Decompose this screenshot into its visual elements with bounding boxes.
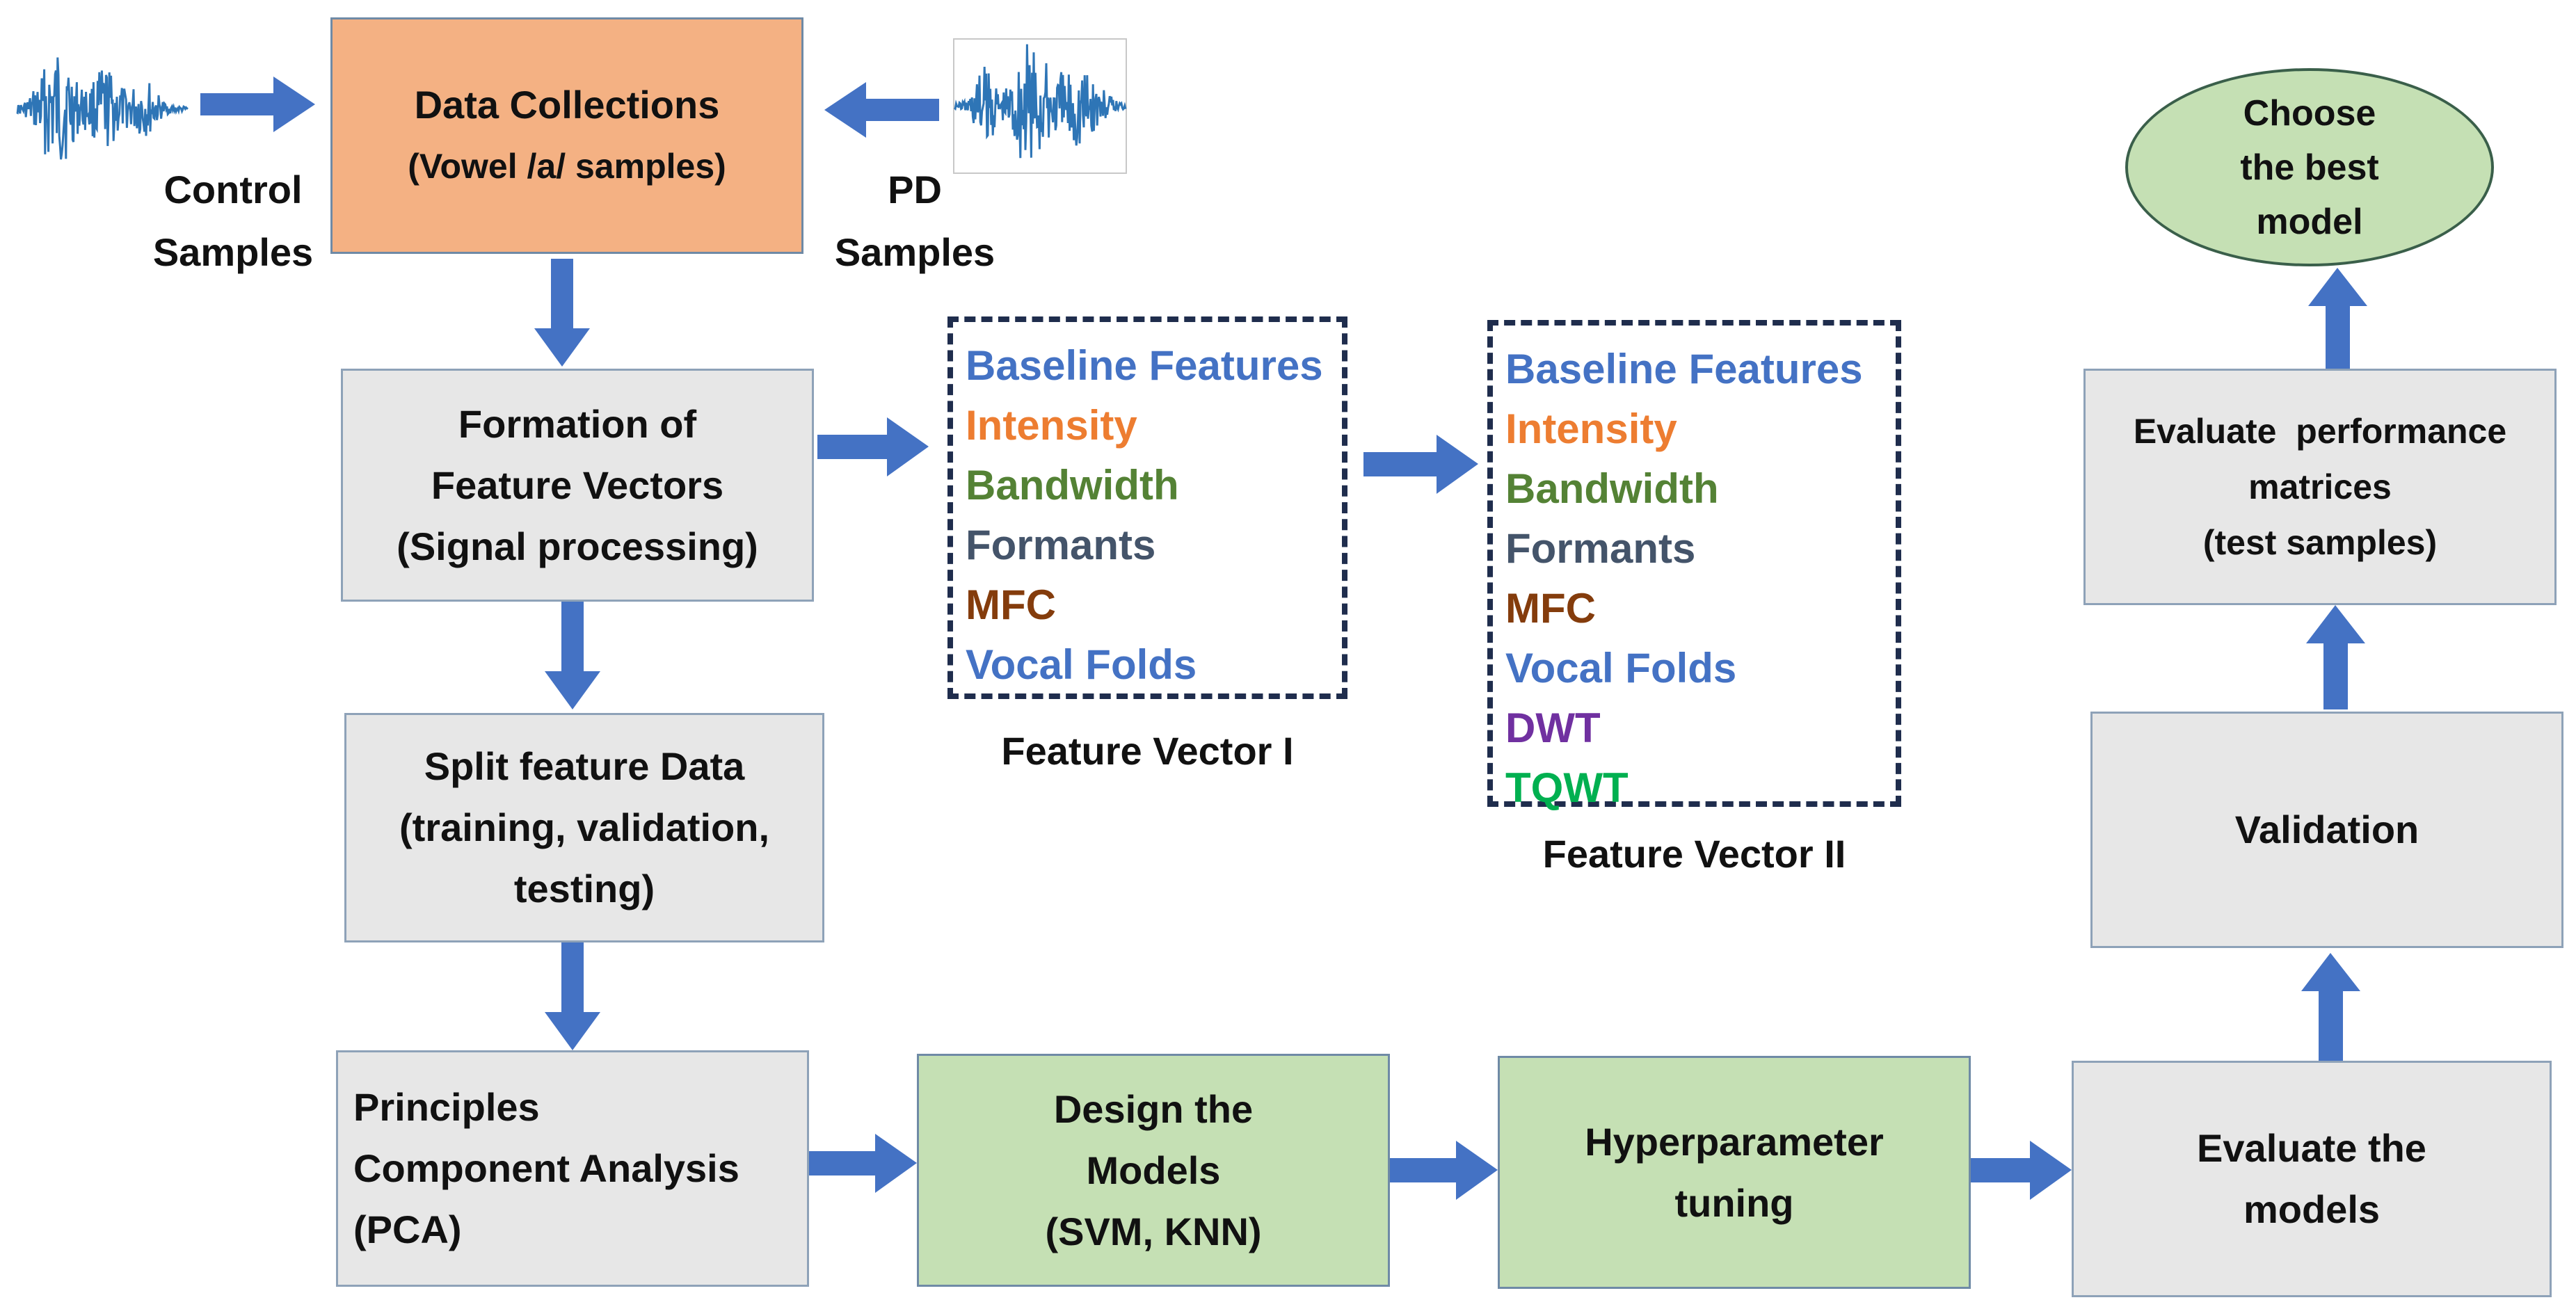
arrow-validation-to-performance-icon xyxy=(2306,605,2365,709)
evaluate-perf-line2: matrices xyxy=(2248,467,2392,506)
control-label-line2: Samples xyxy=(152,230,314,274)
split-line2: (training, validation, xyxy=(399,805,770,849)
fv2-dwt: DWT xyxy=(1505,705,1601,751)
arrow-formation-to-split-icon xyxy=(545,602,600,709)
fv2-formants: Formants xyxy=(1505,525,1696,572)
formation-line2: Feature Vectors xyxy=(431,463,724,507)
arrow-performance-to-best-icon xyxy=(2308,268,2367,369)
pd-label-line2: Samples xyxy=(834,230,995,274)
fv1-mfc: MFC xyxy=(966,581,1056,628)
evaluate-perf-line1: Evaluate performance xyxy=(2133,412,2507,451)
fv2-vocal-folds: Vocal Folds xyxy=(1505,645,1737,691)
data-collections-title: Data Collections xyxy=(414,83,720,127)
validation-label: Validation xyxy=(2234,808,2419,851)
data-collections-box: Data Collections (Vowel /a/ samples) xyxy=(330,17,803,254)
arrow-pca-to-design-icon xyxy=(809,1134,917,1193)
pca-line1: Principles xyxy=(353,1085,540,1129)
arrow-design-to-hyper-icon xyxy=(1390,1141,1498,1200)
split-line3: testing) xyxy=(513,867,655,910)
evaluate-models-box: Evaluate the models xyxy=(2072,1061,2552,1297)
arrow-split-to-pca-icon xyxy=(545,942,600,1050)
fv1-vocal-folds: Vocal Folds xyxy=(966,641,1197,688)
design-line2: Models xyxy=(1086,1148,1221,1192)
arrow-formation-to-fv1-icon xyxy=(817,417,929,476)
fv2-tqwt: TQWT xyxy=(1505,764,1629,811)
fv2-bandwidth: Bandwidth xyxy=(1505,465,1719,512)
control-label-line1: Control xyxy=(163,168,303,211)
hyper-line2: tuning xyxy=(1674,1180,1794,1225)
control-waveform-path xyxy=(16,57,189,160)
pd-waveform-icon xyxy=(953,38,1127,174)
best-model-line2: the best xyxy=(2240,147,2379,188)
arrow-data-to-formation-icon xyxy=(534,259,590,367)
split-line1: Split feature Data xyxy=(424,744,745,788)
formation-line3: (Signal processing) xyxy=(397,524,758,568)
control-waveform-icon xyxy=(16,57,189,160)
arrow-control-to-data-icon xyxy=(200,77,315,132)
fv1-formants: Formants xyxy=(966,522,1156,568)
pca-box: Principles Component Analysis (PCA) xyxy=(336,1050,809,1287)
formation-line1: Formation of xyxy=(458,401,697,446)
feature-vector-1-caption: Feature Vector I xyxy=(1001,729,1294,773)
pd-samples-label: PD Samples xyxy=(814,159,1016,284)
arrow-hyper-to-evaluate-icon xyxy=(1971,1141,2072,1200)
evaluate-perf-line3: (test samples) xyxy=(2202,523,2438,562)
feature-vector-1-box: Baseline Features Intensity Bandwidth Fo… xyxy=(947,316,1347,699)
pca-line3: (PCA) xyxy=(353,1207,462,1251)
choose-best-model-ellipse: Choose the best model xyxy=(2125,68,2494,266)
split-data-box: Split feature Data (training, validation… xyxy=(344,713,824,942)
arrow-pd-to-data-icon xyxy=(824,82,939,138)
feature-vector-2-caption: Feature Vector II xyxy=(1542,832,1846,876)
design-models-box: Design the Models (SVM, KNN) xyxy=(917,1054,1390,1287)
hyperparameter-box: Hyperparameter tuning xyxy=(1498,1056,1971,1289)
hyper-line1: Hyperparameter xyxy=(1585,1119,1884,1164)
fv1-bandwidth: Bandwidth xyxy=(966,462,1179,508)
validation-box: Validation xyxy=(2090,712,2563,948)
design-line3: (SVM, KNN) xyxy=(1045,1209,1262,1253)
design-line1: Design the xyxy=(1053,1086,1254,1131)
arrow-fv1-to-fv2-icon xyxy=(1363,435,1478,494)
evaluate-models-line1: Evaluate the xyxy=(2197,1126,2426,1170)
control-samples-label: Control Samples xyxy=(132,159,334,284)
fv2-intensity: Intensity xyxy=(1505,406,1677,452)
data-collections-subtitle: (Vowel /a/ samples) xyxy=(408,147,726,186)
formation-box: Formation of Feature Vectors (Signal pro… xyxy=(341,369,814,602)
fv1-intensity: Intensity xyxy=(966,402,1137,449)
fv2-baseline-features: Baseline Features xyxy=(1505,346,1863,392)
arrow-evaluate-to-validation-icon xyxy=(2301,953,2360,1061)
evaluate-models-line2: models xyxy=(2243,1187,2381,1231)
fv2-mfc: MFC xyxy=(1505,585,1596,632)
pd-label-line1: PD xyxy=(888,168,942,211)
fv1-baseline-features: Baseline Features xyxy=(966,342,1323,389)
pd-waveform-path xyxy=(953,44,1127,159)
best-model-line1: Choose xyxy=(2243,93,2376,134)
feature-vector-2-box: Baseline Features Intensity Bandwidth Fo… xyxy=(1487,320,1901,811)
best-model-line3: model xyxy=(2256,201,2363,242)
evaluate-performance-box: Evaluate performance matrices (test samp… xyxy=(2083,369,2557,605)
pca-line2: Component Analysis xyxy=(353,1146,739,1190)
